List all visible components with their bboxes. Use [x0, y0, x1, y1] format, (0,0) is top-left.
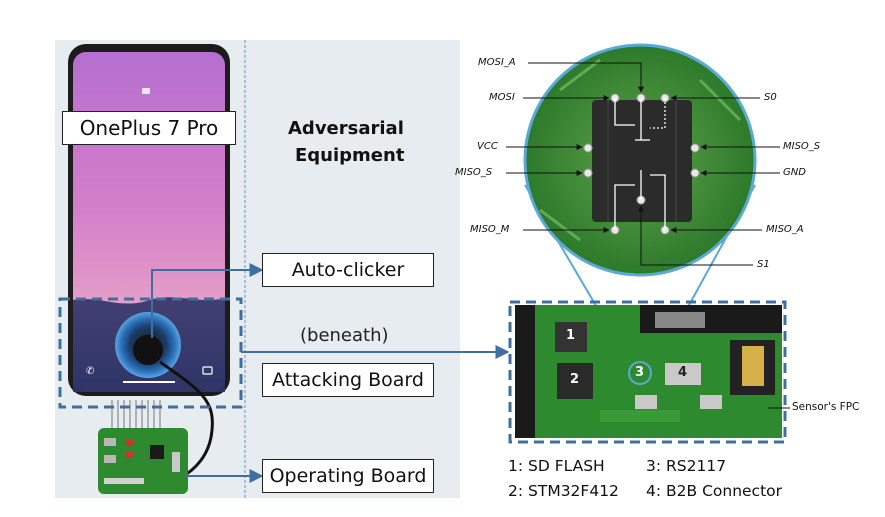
auto-clicker-tip — [133, 335, 163, 365]
chip-number-1: 1 — [566, 328, 576, 343]
pin-label-miso-s-left: MISO_S — [455, 167, 493, 178]
svg-text:✆: ✆ — [86, 366, 94, 377]
chip-number-4: 4 — [678, 365, 688, 380]
auto-clicker-arrow — [151, 263, 264, 338]
beneath-label: (beneath) — [300, 325, 389, 346]
pin-label-vcc: VCC — [477, 141, 498, 152]
pin-label-mosi-a: MOSI_A — [478, 57, 516, 68]
zoom-circle — [523, 43, 757, 277]
sensor-fpc-label: Sensor's FPC — [792, 401, 860, 413]
pin-label-miso-s-right: MISO_S — [783, 141, 821, 152]
pin-label-s1: S1 — [757, 259, 770, 270]
legend-item-4: 4: B2B Connector — [646, 482, 783, 500]
pin-label-s0: S0 — [764, 92, 777, 103]
legend-item-1: 1: SD FLASH — [508, 457, 605, 475]
board-dashed-box — [508, 300, 787, 444]
chip-number-3: 3 — [635, 365, 645, 380]
auto-clicker-label: Auto-clicker — [262, 253, 434, 287]
phone-model-label: OnePlus 7 Pro — [62, 111, 236, 145]
attacking-board-label: Attacking Board — [262, 363, 434, 397]
switch-schematic — [614, 98, 666, 230]
adversarial-equipment-title-line2: Equipment — [295, 145, 405, 166]
legend-item-3: 3: RS2117 — [646, 457, 727, 475]
operating-board-image — [98, 428, 188, 494]
chip-number-2: 2 — [570, 372, 580, 387]
pin-leader-lines — [506, 62, 780, 266]
pin-label-mosi: MOSI — [489, 92, 515, 103]
pin-label-miso-m: MISO_M — [470, 224, 510, 235]
pin-label-gnd: GND — [783, 167, 806, 178]
attacking-board-image — [515, 305, 782, 438]
legend-item-2: 2: STM32F412 — [508, 482, 619, 500]
adversarial-equipment-title-line1: Adversarial — [288, 118, 404, 139]
cable — [159, 360, 214, 480]
pin-dots — [583, 93, 700, 235]
wires — [111, 400, 161, 428]
operating-board-label: Operating Board — [262, 459, 434, 493]
pin-label-miso-a: MISO_A — [766, 224, 804, 235]
